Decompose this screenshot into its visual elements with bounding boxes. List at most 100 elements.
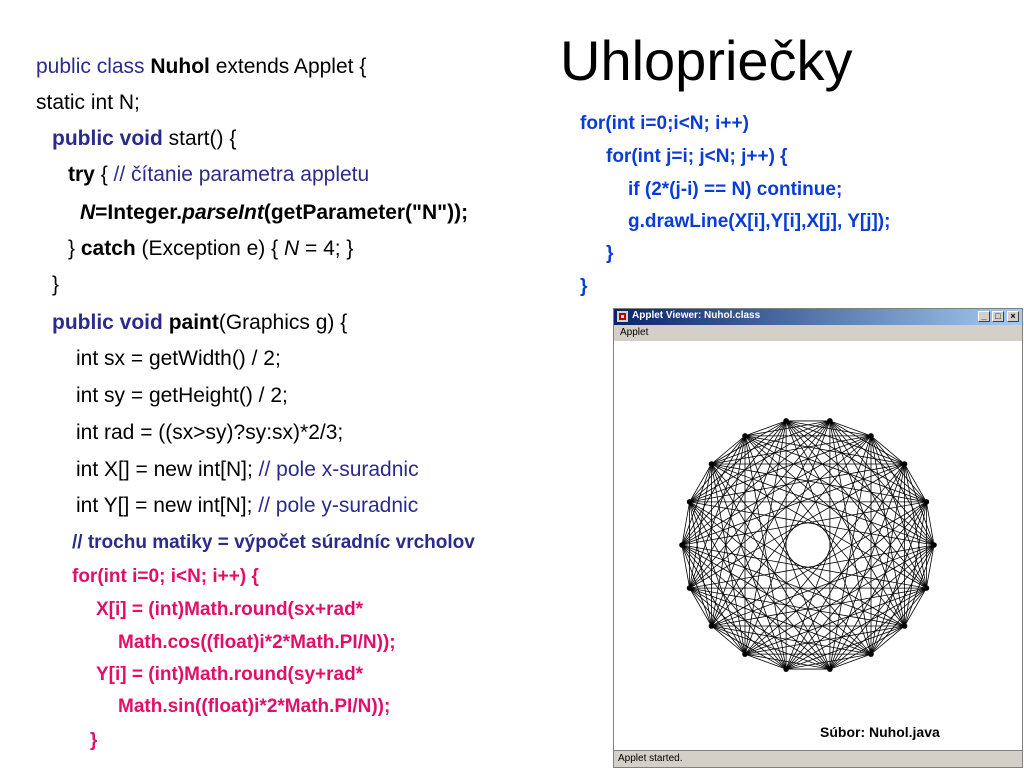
menu-applet[interactable]: Applet: [620, 327, 649, 338]
diagonal-line: [711, 463, 927, 589]
vertex-dot: [901, 623, 908, 629]
code-line-10: int sy = getHeight() / 2;: [76, 384, 288, 407]
diagonal-line: [786, 653, 872, 670]
diagonal-line: [785, 420, 927, 589]
vertex-dot: [686, 499, 693, 505]
right-code-line-5: }: [606, 243, 614, 264]
window-title: Applet Viewer: Nuhol.class: [632, 310, 761, 321]
diagonal-line: [870, 463, 905, 655]
diagonal-line: [711, 463, 935, 546]
diagonal-line: [785, 587, 927, 670]
minimize-button[interactable]: _: [978, 311, 990, 322]
vertex-dot: [686, 585, 693, 591]
diagonal-line: [829, 420, 872, 655]
diagonal-line: [681, 544, 746, 655]
code-line-15: for(int i=0; i<N; i++) {: [72, 566, 259, 587]
code-comment: // pole y-suradnic: [258, 494, 419, 517]
code-line-9: int sx = getWidth() / 2;: [76, 347, 281, 370]
code-comment: // čítanie parametra appletu: [113, 163, 370, 186]
diagonal-line: [689, 501, 905, 627]
diagonal-line: [829, 544, 935, 670]
code-token: paint: [168, 311, 219, 334]
vertex-dot: [679, 542, 685, 548]
diagonal-line: [744, 435, 831, 670]
code-token: N: [80, 201, 96, 224]
vertex-dot: [827, 666, 833, 672]
diagonal-line: [829, 420, 927, 503]
vertex-dot: [923, 585, 930, 591]
diagonal-line: [689, 501, 787, 670]
diagonal-line: [904, 463, 935, 546]
code-line-11: int rad = ((sx>sy)?sy:sx)*2/3;: [76, 421, 344, 444]
right-code-line-1: for(int i=0;i<N; i++): [580, 113, 749, 134]
code-token: catch: [80, 237, 136, 260]
diagonal-line: [689, 544, 935, 589]
vertex-dot: [783, 666, 789, 672]
code-line-3: public void start() {: [52, 126, 236, 152]
vertex-dot: [901, 461, 908, 467]
diagonal-line: [689, 435, 872, 589]
diagonal-line: [681, 544, 712, 627]
diagonal-line: [711, 625, 787, 670]
right-code-line-3: if (2*(j-i) == N) continue;: [628, 179, 843, 200]
diagonal-line: [689, 501, 712, 627]
diagonal-line: [689, 420, 831, 589]
diagonal-line: [689, 587, 746, 655]
diagonal-line: [711, 463, 927, 503]
diagonal-line: [681, 420, 831, 546]
diagonal-line: [829, 625, 905, 670]
diagonal-line: [904, 463, 927, 503]
code-line-16: X[i] = (int)Math.round(sx+rad*: [96, 599, 364, 620]
diagonal-line: [711, 544, 935, 627]
diagonal-line: [829, 420, 872, 437]
diagonal-line: [711, 625, 872, 655]
diagonal-line: [829, 587, 927, 670]
diagonal-line: [786, 420, 872, 437]
diagonal-line: [689, 501, 935, 546]
diagonal-line: [689, 587, 787, 670]
diagonal-line: [870, 435, 905, 465]
diagonal-line: [689, 463, 712, 503]
diagonal-line: [870, 625, 905, 655]
diagonal-line: [829, 653, 872, 670]
code-comment-line: // trochu matiky = výpočet súradníc vrch…: [72, 532, 475, 553]
vertex-dot: [868, 433, 874, 439]
diagonal-line: [870, 435, 927, 503]
code-line-1: public class Nuhol extends Applet {: [36, 54, 366, 80]
vertex-dot: [827, 418, 833, 424]
diagonal-line: [829, 501, 927, 670]
diagonal-line: [689, 435, 746, 503]
diagonal-line: [870, 435, 927, 589]
diagonal-line: [744, 435, 905, 627]
diagonal-line: [926, 544, 935, 589]
diagonal-line: [689, 463, 712, 589]
java-app-icon: [617, 311, 628, 322]
diagonal-line: [785, 544, 935, 670]
code-comment: // pole x-suradnic: [258, 458, 419, 481]
close-button[interactable]: ×: [1007, 311, 1019, 322]
diagonal-line: [689, 587, 872, 655]
diagonal-line: [689, 463, 905, 503]
diagonal-line: [711, 587, 927, 627]
code-token: public class: [36, 55, 151, 78]
diagonal-line: [711, 463, 787, 670]
vertex-dot: [742, 651, 748, 657]
code-token: {: [94, 163, 114, 186]
code-token: Nuhol: [150, 55, 210, 78]
diagonal-line: [744, 420, 830, 437]
code-token: parseInt: [182, 201, 264, 224]
code-token: extends Applet {: [209, 55, 367, 78]
diagonal-line: [744, 501, 927, 655]
window-titlebar[interactable]: Applet Viewer: Nuhol.class _ □ ×: [614, 309, 1022, 325]
code-token: (Exception e) {: [135, 237, 284, 260]
maximize-button[interactable]: □: [992, 311, 1004, 322]
code-line-8: public void paint(Graphics g) {: [52, 310, 347, 336]
diagonal-line: [744, 435, 927, 503]
diagonal-line: [829, 420, 927, 589]
diagonal-line: [711, 435, 746, 627]
code-line-12: int X[] = new int[N]; // pole x-suradnic: [76, 457, 419, 483]
code-token: public void: [52, 127, 163, 150]
diagonal-line: [744, 625, 905, 655]
diagonal-line: [785, 420, 905, 465]
vertex-dot: [931, 542, 937, 548]
